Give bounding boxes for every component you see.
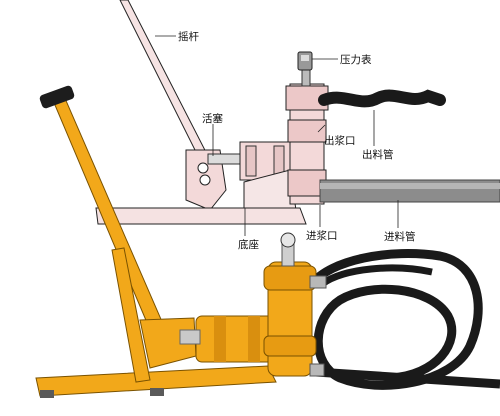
label-inlet: 进浆口 <box>306 229 338 242</box>
label-piston: 活塞 <box>202 112 223 125</box>
hose-lower <box>315 367 500 389</box>
label-gauge: 压力表 <box>340 53 372 66</box>
leader-lines <box>155 35 399 236</box>
label-outlet-pipe: 出料管 <box>362 148 394 161</box>
pump-base <box>35 365 277 397</box>
label-outlet: 出浆口 <box>324 134 356 147</box>
pressure-gauge-icon <box>297 51 313 71</box>
label-handle: 摇杆 <box>178 30 199 43</box>
schematic-base-plate <box>95 207 307 225</box>
label-base: 底座 <box>238 238 259 251</box>
label-inlet-pipe: 进料管 <box>384 230 416 243</box>
schematic-outlet-pipe <box>318 89 446 108</box>
labels: 摇杆 压力表 活塞 出浆口 出料管 进浆口 进料管 底座 <box>178 30 416 251</box>
photo-gauge-icon <box>280 232 296 248</box>
pump-photo <box>35 85 500 398</box>
schematic-sketch <box>95 0 500 225</box>
schematic-handle-lever <box>119 0 211 165</box>
hose-loop <box>308 249 483 390</box>
